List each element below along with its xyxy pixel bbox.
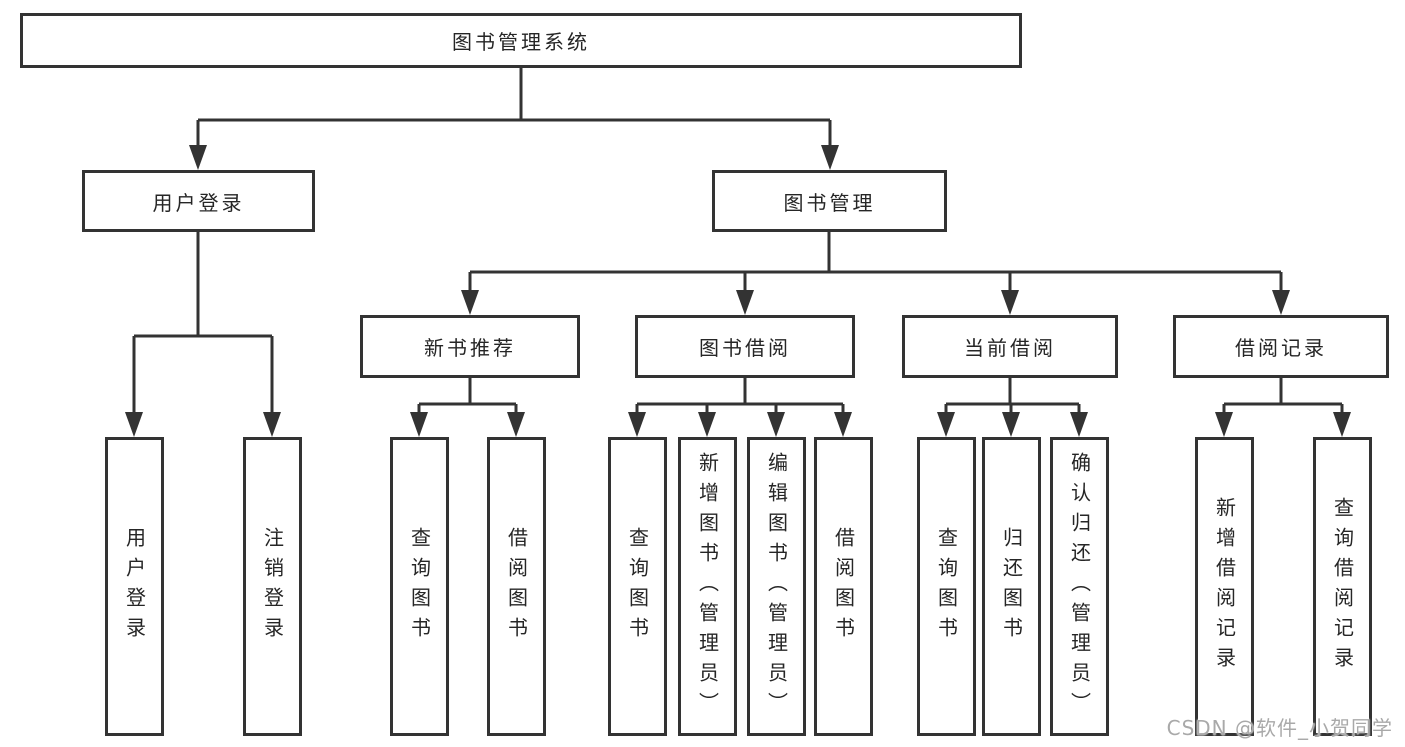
leaf-borrow-books-recommend-label: 借阅图书 [504, 526, 529, 647]
connector-borrow-records-branch [1222, 378, 1344, 416]
connector-current-borrowing-branch [944, 378, 1081, 416]
node-user-login-label: 用户登录 [152, 190, 245, 215]
leaf-add-books-admin: 新增图书（管理员） [678, 437, 737, 736]
leaf-confirm-return-admin-label: 确认归还（管理员） [1067, 451, 1092, 722]
leaf-query-books-borrowing: 查询图书 [608, 437, 667, 736]
leaf-query-borrow-record-label: 查询借阅记录 [1330, 496, 1355, 677]
leaf-add-borrow-record: 新增借阅记录 [1195, 437, 1254, 736]
leaf-user-login: 用户登录 [105, 437, 164, 736]
connector-book-borrowing-branch [635, 378, 845, 416]
leaf-logout: 注销登录 [243, 437, 302, 736]
node-library-management-system-label: 图书管理系统 [452, 30, 590, 54]
connector-user-login-branch [132, 232, 274, 414]
node-new-book-recommend-label: 新书推荐 [424, 336, 516, 360]
node-book-borrowing: 图书借阅 [635, 315, 855, 378]
connector-root-to-level2 [196, 68, 832, 147]
leaf-query-books-recommend-label: 查询图书 [407, 526, 432, 647]
node-book-management: 图书管理 [712, 170, 947, 232]
leaf-borrow-books-borrowing: 借阅图书 [814, 437, 873, 736]
leaf-add-books-admin-label: 新增图书（管理员） [695, 451, 720, 722]
leaf-query-borrow-record: 查询借阅记录 [1313, 437, 1372, 736]
node-library-management-system: 图书管理系统 [20, 13, 1022, 68]
node-book-management-label: 图书管理 [783, 190, 876, 215]
node-new-book-recommend: 新书推荐 [360, 315, 580, 378]
leaf-return-books-label: 归还图书 [999, 526, 1024, 647]
arrowheads [125, 145, 1351, 437]
connector-book-management-to-level3 [468, 232, 1283, 292]
node-current-borrowing-label: 当前借阅 [964, 336, 1056, 360]
leaf-borrow-books-recommend: 借阅图书 [487, 437, 546, 736]
leaf-confirm-return-admin: 确认归还（管理员） [1050, 437, 1109, 736]
connector-new-book-recommend-branch [417, 378, 518, 416]
node-borrow-records: 借阅记录 [1173, 315, 1389, 378]
leaf-query-books-recommend: 查询图书 [390, 437, 449, 736]
node-borrow-records-label: 借阅记录 [1235, 336, 1327, 360]
leaf-add-borrow-record-label: 新增借阅记录 [1212, 496, 1237, 677]
watermark: CSDN @软件_小贺同学 [1166, 716, 1393, 740]
leaf-edit-books-admin: 编辑图书（管理员） [747, 437, 806, 736]
leaf-query-books-borrowing-label: 查询图书 [625, 526, 650, 647]
leaf-borrow-books-borrowing-label: 借阅图书 [831, 526, 856, 647]
leaf-return-books: 归还图书 [982, 437, 1041, 736]
leaf-query-books-current-label: 查询图书 [934, 526, 959, 647]
leaf-user-login-label: 用户登录 [122, 526, 147, 647]
node-user-login: 用户登录 [82, 170, 315, 232]
leaf-logout-label: 注销登录 [260, 526, 285, 647]
node-book-borrowing-label: 图书借阅 [699, 336, 791, 360]
node-current-borrowing: 当前借阅 [902, 315, 1118, 378]
leaf-query-books-current: 查询图书 [917, 437, 976, 736]
leaf-edit-books-admin-label: 编辑图书（管理员） [764, 451, 789, 722]
